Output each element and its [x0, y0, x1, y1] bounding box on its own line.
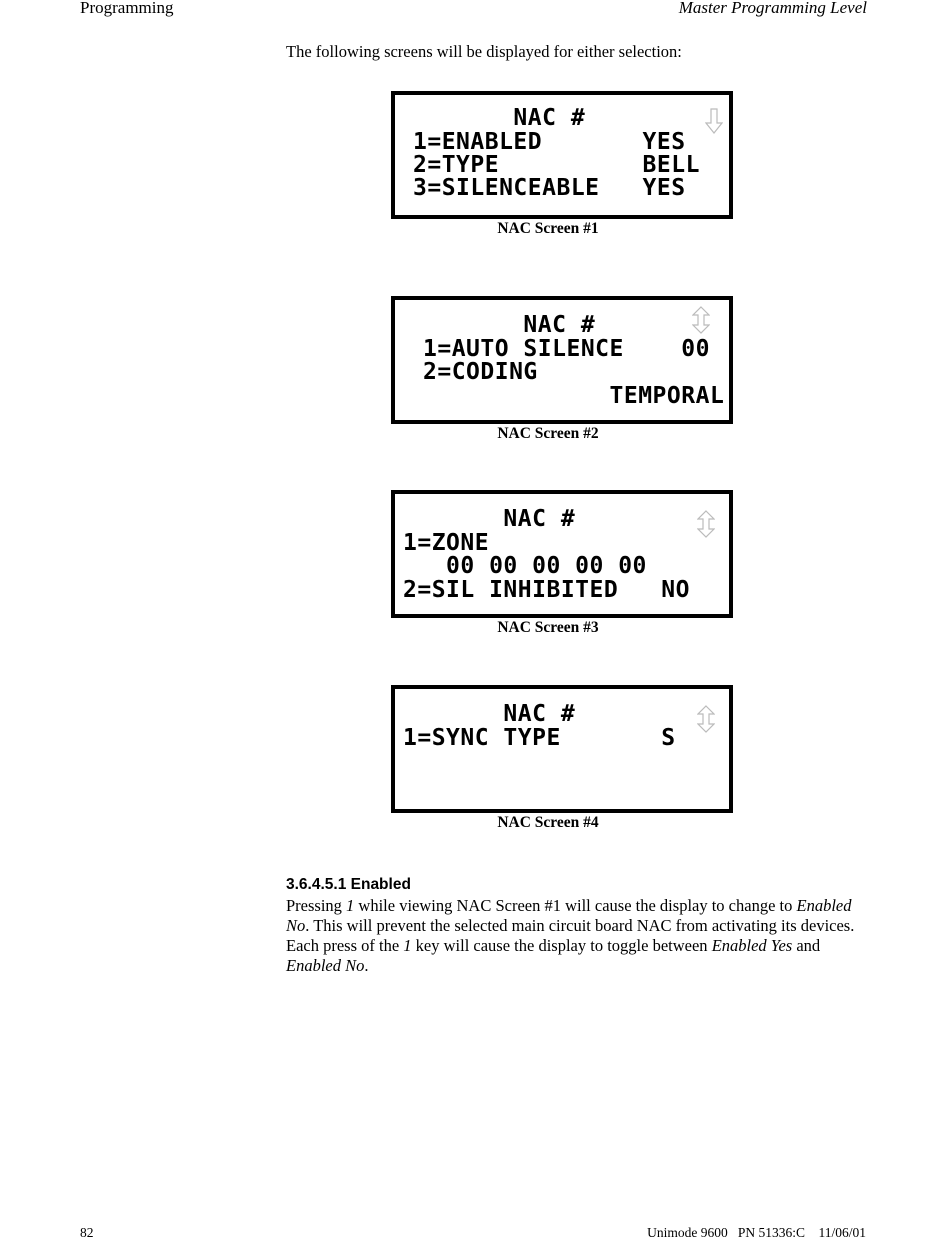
lcd-line: NAC # — [403, 506, 576, 532]
text-run: and — [792, 936, 821, 955]
lcd-line: 1=ENABLED YES — [413, 129, 686, 155]
screen-caption-1: NAC Screen #1 — [497, 220, 599, 237]
section-heading: 3.6.4.5.1 Enabled — [286, 876, 411, 893]
lcd-screen-1: NAC # 1=ENABLED YES 2=TYPE BELL 3=SILENC… — [391, 91, 733, 219]
lcd-line: 1=ZONE — [403, 530, 490, 556]
intro-text: The following screens will be displayed … — [286, 42, 682, 61]
text-run: . This will prevent the selected main ci… — [286, 916, 855, 955]
up-down-arrow-icon — [697, 510, 715, 538]
lcd-line: 1=SYNC TYPE S — [403, 725, 676, 751]
screen-caption-2: NAC Screen #2 — [497, 425, 599, 442]
lcd-line: 2=CODING — [423, 359, 538, 385]
text-run: key will cause the display to toggle bet… — [411, 936, 712, 955]
lcd-line: 3=SILENCEABLE YES — [413, 175, 686, 201]
lcd-screen-3: NAC # 1=ZONE 00 00 00 00 00 2=SIL INHIBI… — [391, 490, 733, 618]
lcd-line: TEMPORAL — [423, 383, 725, 409]
state-ref: Enabled No — [286, 956, 365, 975]
up-down-arrow-icon — [692, 306, 710, 334]
up-down-arrow-icon — [697, 705, 715, 733]
lcd-screen-2: NAC # 1=AUTO SILENCE 00 2=CODING TEMPORA… — [391, 296, 733, 424]
lcd-line: 2=SIL INHIBITED NO — [403, 577, 690, 603]
down-arrow-icon — [705, 108, 723, 134]
key-ref: 1 — [403, 936, 412, 955]
document-id: Unimode 9600 PN 51336:C 11/06/01 — [647, 1225, 866, 1240]
text-run: . — [364, 956, 369, 975]
lcd-line: 2=TYPE BELL — [413, 152, 700, 178]
text-run: while viewing NAC Screen #1 will cause t… — [354, 896, 797, 915]
state-ref: Enabled Yes — [711, 936, 793, 955]
lcd-line: NAC # — [423, 312, 596, 338]
lcd-screen-4: NAC # 1=SYNC TYPE S — [391, 685, 733, 813]
lcd-line: NAC # — [403, 701, 576, 727]
lcd-line: 1=AUTO SILENCE 00 — [423, 336, 710, 362]
state-ref: Enabled No — [286, 896, 852, 935]
screen-caption-3: NAC Screen #3 — [497, 619, 599, 636]
key-ref: 1 — [346, 896, 355, 915]
header-chapter-title: Master Programming Level — [678, 0, 867, 17]
text-run: Pressing — [286, 896, 347, 915]
lcd-line: NAC # — [413, 105, 586, 131]
lcd-line: 00 00 00 00 00 — [403, 553, 647, 579]
page-number: 82 — [80, 1225, 94, 1240]
section-paragraph: Pressing 1 while viewing NAC Screen #1 w… — [286, 896, 868, 976]
header-section-title: Programming — [80, 0, 174, 17]
screen-caption-4: NAC Screen #4 — [497, 814, 599, 831]
